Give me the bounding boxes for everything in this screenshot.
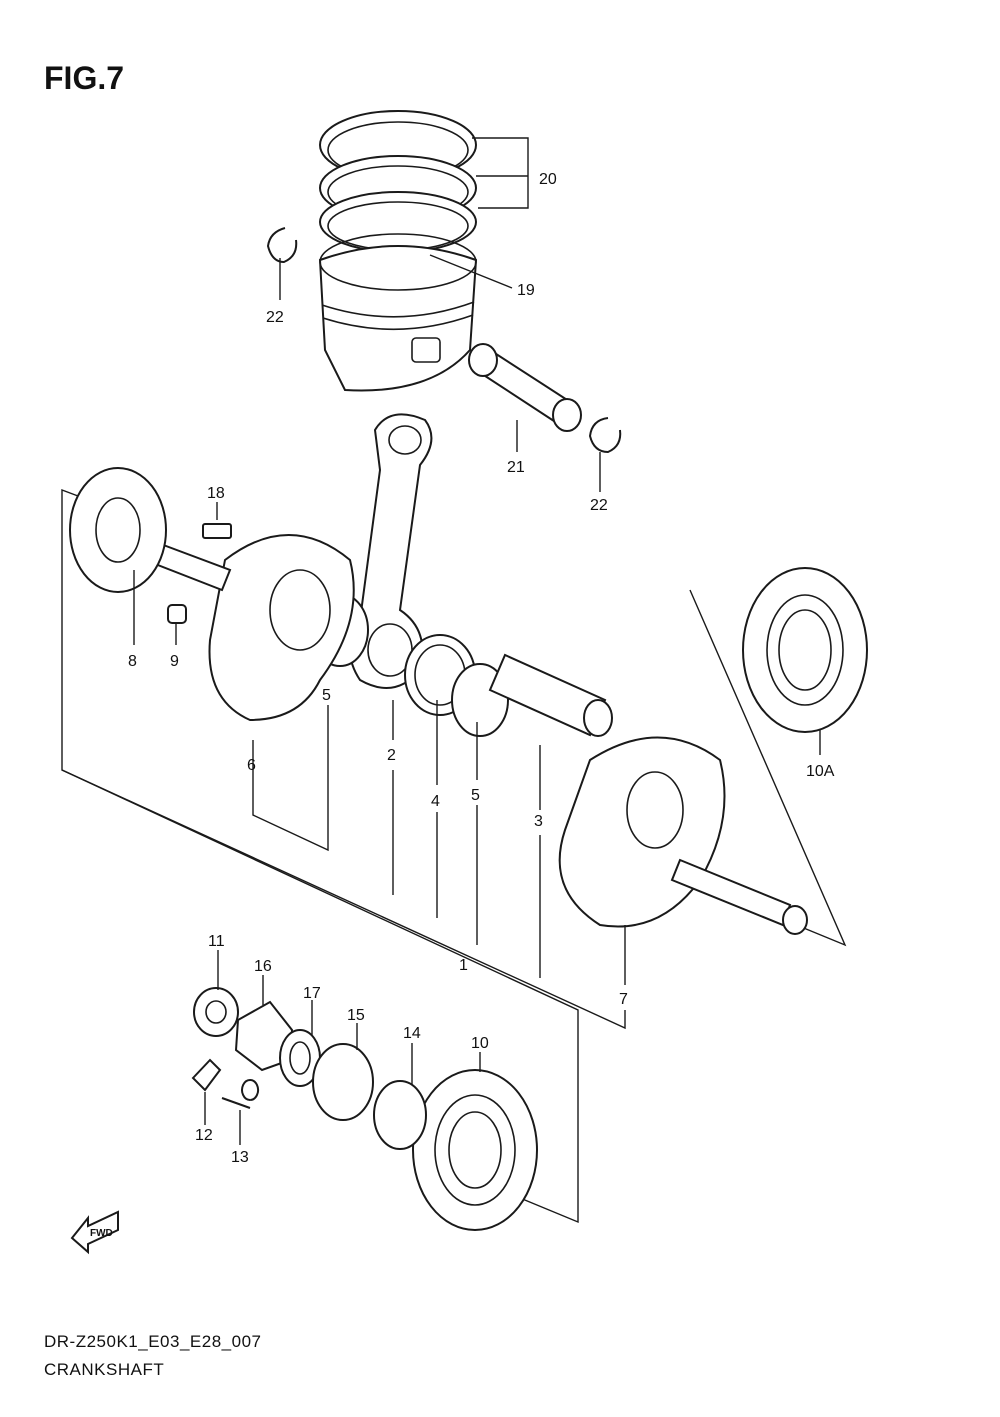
callout-labels: 20 19 22 22 21 18 8 9 5 6 2 4 5 3 10A 1 … (128, 171, 835, 1166)
piston-pin (468, 343, 582, 432)
callout-4: 4 (431, 793, 440, 810)
callout-10: 10 (471, 1035, 489, 1052)
callout-18: 18 (207, 485, 225, 502)
callout-16: 16 (254, 958, 272, 975)
callout-15: 15 (347, 1007, 365, 1024)
callout-8: 8 (128, 653, 137, 670)
callout-3: 3 (534, 813, 543, 830)
model-code: DR-Z250K1_E03_E28_007 (44, 1332, 262, 1351)
callout-1: 1 (459, 957, 468, 974)
callout-11: 11 (208, 933, 225, 950)
callout-13: 13 (231, 1149, 249, 1166)
left-main-bearing (412, 1069, 538, 1231)
crank-pin (488, 653, 613, 737)
fwd-label: FWD (90, 1228, 113, 1239)
callout-22-left: 22 (266, 309, 284, 326)
figure-title: FIG.7 (44, 60, 125, 96)
callout-12: 12 (195, 1127, 213, 1144)
right-crank-web (558, 736, 808, 935)
callout-17: 17 (303, 985, 321, 1002)
callout-10a: 10A (806, 763, 835, 780)
callout-14: 14 (403, 1025, 421, 1042)
forward-arrow: FWD (70, 1210, 119, 1255)
callout-9: 9 (170, 653, 179, 670)
piston-rings (319, 110, 477, 253)
circlips (266, 227, 622, 454)
callout-5-left: 5 (322, 687, 331, 704)
callout-5-right: 5 (471, 787, 480, 804)
callout-6: 6 (247, 757, 256, 774)
callout-19: 19 (517, 282, 535, 299)
primary-drive-gear (69, 467, 232, 624)
callout-21: 21 (507, 459, 525, 476)
right-main-bearing (742, 567, 868, 733)
section-name: CRANKSHAFT (44, 1360, 165, 1379)
callout-20: 20 (539, 171, 557, 188)
callout-2: 2 (387, 747, 396, 764)
piston (318, 233, 478, 392)
callout-7: 7 (619, 991, 628, 1008)
callout-22-right: 22 (590, 497, 608, 514)
callout-leader-lines (133, 137, 821, 1145)
left-crank-web (141, 534, 355, 722)
balancer-drive-parts (191, 987, 427, 1150)
